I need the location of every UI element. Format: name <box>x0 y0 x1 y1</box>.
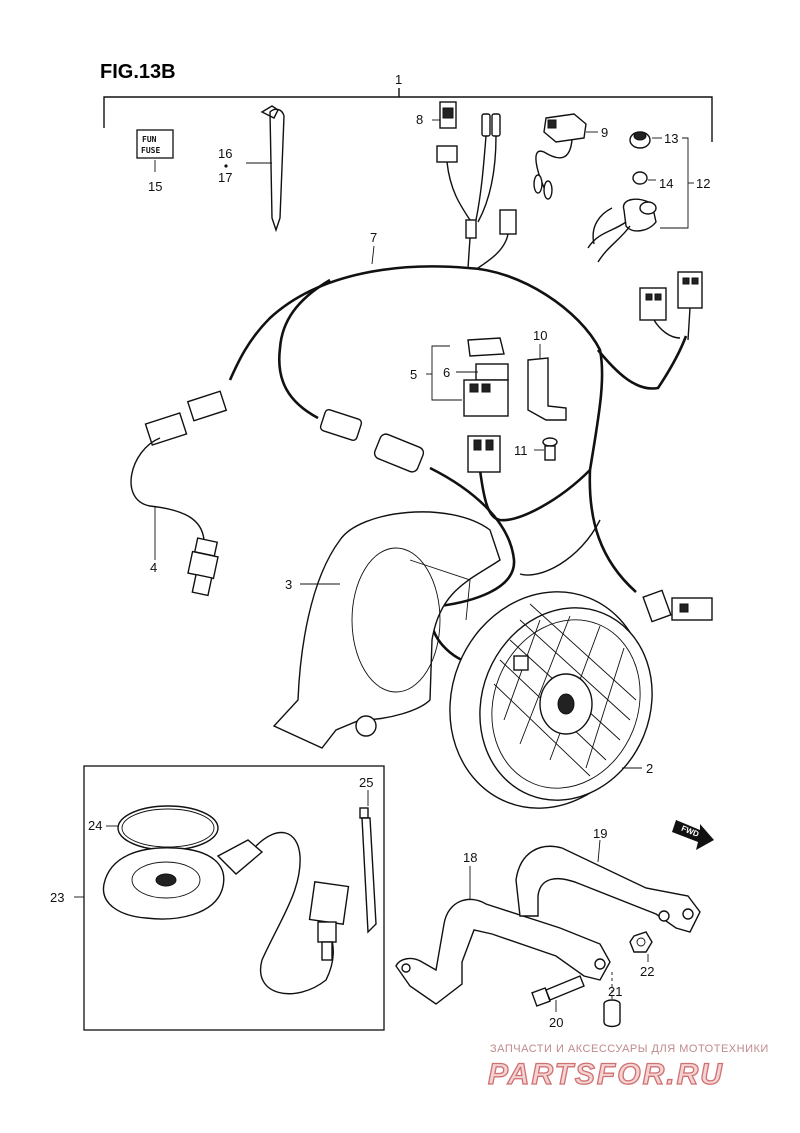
callout-21: 21 <box>608 984 622 999</box>
callout-5: 5 <box>410 367 417 382</box>
callout-18: 18 <box>463 850 477 865</box>
fan-shroud-3 <box>272 511 501 749</box>
spacer-21 <box>603 972 621 1028</box>
fan-motor-sensor-23 <box>102 831 350 995</box>
forward-direction-arrow: FWD <box>672 820 714 850</box>
callout-11: 11 <box>514 443 528 458</box>
callout-24: 24 <box>88 818 102 833</box>
callout-7: 7 <box>370 230 377 245</box>
relay-bracket-10 <box>527 344 567 421</box>
cable-tie-16-17 <box>246 105 285 233</box>
callout-23: 23 <box>50 890 64 905</box>
callout-12: 12 <box>696 176 710 191</box>
relay-socket-connector <box>467 435 501 473</box>
callout-9: 9 <box>601 125 608 140</box>
callout-1: 1 <box>395 72 402 87</box>
callout-2: 2 <box>646 761 653 776</box>
callout-20: 20 <box>549 1015 563 1030</box>
fuse-box-line1: FUN <box>142 135 157 144</box>
callout-6: 6 <box>443 365 450 380</box>
callout-25: 25 <box>359 775 373 790</box>
fuse-label-box: FUN FUSE <box>136 129 174 172</box>
callout-14: 14 <box>659 176 673 191</box>
callout-8: 8 <box>416 112 423 127</box>
callout-19: 19 <box>593 826 607 841</box>
gasket-24 <box>106 805 219 851</box>
fan-bracket-19 <box>515 839 701 933</box>
figure-title: FIG.13B <box>100 61 176 83</box>
cable-tie-25 <box>359 790 377 934</box>
callout-15: 15 <box>148 179 162 194</box>
harness-group-bracket <box>103 88 713 142</box>
screw-11 <box>534 437 558 461</box>
callout-4: 4 <box>150 560 157 575</box>
callout-3: 3 <box>285 577 292 592</box>
fan-connector <box>642 589 713 623</box>
nut-22 <box>629 931 653 962</box>
watermark-brand: PARTSFOR.RU <box>488 1058 724 1091</box>
inset-box <box>83 765 385 1031</box>
lamp-socket-12 <box>587 131 694 263</box>
watermark-tagline: ЗАПЧАСТИ И АКСЕССУАРЫ ДЛЯ МОТОТЕХНИКИ <box>490 1043 769 1055</box>
callout-13: 13 <box>664 131 678 146</box>
fuse-8 <box>432 101 457 129</box>
callout-10: 10 <box>533 328 547 343</box>
fuse-holder-wiring <box>436 113 517 269</box>
thermo-switch-4 <box>154 506 219 597</box>
sensor-9 <box>533 113 598 200</box>
relay-5-6 <box>426 337 509 417</box>
harness-connectors-right <box>639 271 703 341</box>
cooling-fan-2 <box>449 591 653 809</box>
bolt-20 <box>531 975 585 1012</box>
fan-bracket-18 <box>395 866 611 1005</box>
callout-22: 22 <box>640 964 654 979</box>
callout-17: 17 <box>218 170 232 185</box>
fuse-box-line2: FUSE <box>141 146 160 155</box>
callout-16: 16 <box>218 146 232 161</box>
harness-connectors-left <box>130 390 425 541</box>
main-wiring-harness-7 <box>228 265 688 662</box>
